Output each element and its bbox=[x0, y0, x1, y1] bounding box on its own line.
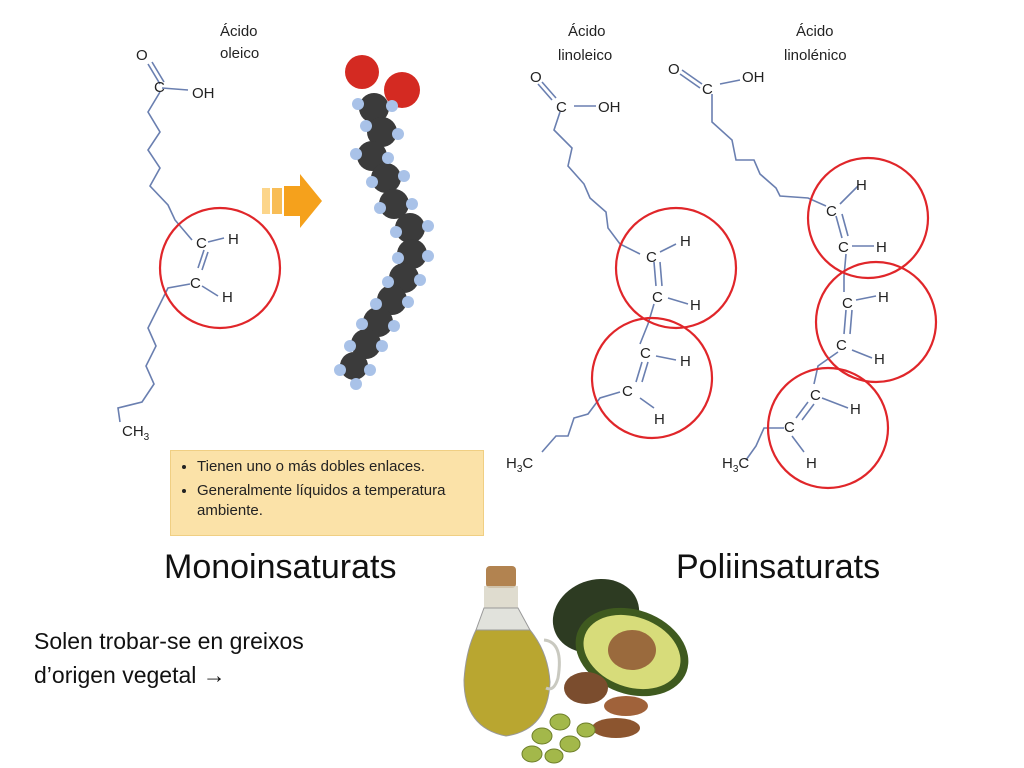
info-bullet-2: Generalmente líquidos a temperatura ambi… bbox=[197, 481, 473, 521]
source-note: Solen trobar-se en greixos d’origen vege… bbox=[34, 624, 414, 692]
linoleic-acid-structure bbox=[537, 81, 689, 453]
info-list: Tienen uno o más dobles enlaces. General… bbox=[181, 457, 473, 521]
linoleic-double-bond-circle-2 bbox=[590, 316, 714, 440]
avocado-icon bbox=[552, 578, 689, 697]
linolenic-title-line2: linolénico bbox=[784, 47, 847, 64]
oleic-acid-structure bbox=[117, 61, 225, 423]
right-arrow-icon: → bbox=[202, 662, 226, 688]
linolenic-h5-label: H bbox=[850, 401, 861, 418]
linolenic-carbon-label: C bbox=[702, 81, 713, 98]
info-bullet-1: Tienen uno o más dobles enlaces. bbox=[197, 457, 473, 477]
linolenic-h6-label: H bbox=[806, 455, 817, 472]
oleic-oh-label: OH bbox=[192, 85, 215, 102]
linolenic-oxygen-label: O bbox=[668, 61, 680, 78]
polyunsaturated-label: Poliinsaturats bbox=[676, 548, 881, 586]
oleic-c1-label: C bbox=[196, 235, 207, 252]
arrow-icon bbox=[262, 174, 322, 228]
linolenic-acid-structure bbox=[679, 69, 877, 461]
info-box: Tienen uno o más dobles enlaces. General… bbox=[170, 450, 484, 536]
linoleic-h2-label: H bbox=[690, 297, 701, 314]
olives-icon bbox=[521, 713, 596, 764]
linoleic-ch3-label: H3C bbox=[506, 455, 533, 475]
monounsaturated-label: Monoinsaturats bbox=[164, 548, 397, 586]
linolenic-c1-label: C bbox=[826, 203, 837, 220]
linoleic-c2-label: C bbox=[652, 289, 663, 306]
linolenic-oh-label: OH bbox=[742, 69, 765, 86]
source-note-line2: d’origen vegetal → bbox=[34, 662, 226, 688]
linolenic-double-bond-circle-2 bbox=[814, 260, 938, 384]
linoleic-double-bond-circle-1 bbox=[614, 206, 738, 330]
vegetable-foods-illustration bbox=[463, 566, 689, 764]
nuts-icon bbox=[564, 672, 648, 738]
linolenic-ch3-label: H3C bbox=[722, 455, 749, 475]
oleic-title-line2: oleico bbox=[220, 45, 259, 62]
linoleic-c4-label: C bbox=[622, 383, 633, 400]
linoleic-h1-label: H bbox=[680, 233, 691, 250]
oleic-double-bond-circle bbox=[158, 206, 282, 330]
linolenic-h1-label: H bbox=[856, 177, 867, 194]
linoleic-h3-label: H bbox=[680, 353, 691, 370]
linoleic-carbon-label: C bbox=[556, 99, 567, 116]
oleic-ch3-label: CH3 bbox=[122, 423, 150, 443]
oleic-title-line1: Ácido bbox=[220, 23, 258, 40]
oleic-h2-label: H bbox=[222, 289, 233, 306]
linolenic-h3-label: H bbox=[878, 289, 889, 306]
linoleic-c3-label: C bbox=[640, 345, 651, 362]
oleic-carbon-label: C bbox=[154, 79, 165, 96]
source-note-line1: Solen trobar-se en greixos bbox=[34, 628, 304, 654]
linolenic-c4-label: C bbox=[836, 337, 847, 354]
oleic-h1-label: H bbox=[228, 231, 239, 248]
linoleic-title-line1: Ácido bbox=[568, 23, 606, 40]
linolenic-c5-label: C bbox=[810, 387, 821, 404]
linoleic-oh-label: OH bbox=[598, 99, 621, 116]
linolenic-h4-label: H bbox=[874, 351, 885, 368]
oleic-oxygen-label: O bbox=[136, 47, 148, 64]
linoleic-c1-label: C bbox=[646, 249, 657, 266]
oleic-c2-label: C bbox=[190, 275, 201, 292]
oil-jar-icon bbox=[463, 566, 561, 737]
linoleic-title-line2: linoleico bbox=[558, 47, 612, 64]
linolenic-double-bond-circle-1 bbox=[806, 156, 930, 280]
linolenic-c6-label: C bbox=[784, 419, 795, 436]
linolenic-c3-label: C bbox=[842, 295, 853, 312]
linoleic-oxygen-label: O bbox=[530, 69, 542, 86]
linoleic-h4-label: H bbox=[654, 411, 665, 428]
space-filling-model bbox=[334, 55, 434, 390]
linolenic-double-bond-circle-3 bbox=[766, 366, 890, 490]
linolenic-h2-label: H bbox=[876, 239, 887, 256]
linolenic-title-line1: Ácido bbox=[796, 23, 834, 40]
linolenic-c2-label: C bbox=[838, 239, 849, 256]
